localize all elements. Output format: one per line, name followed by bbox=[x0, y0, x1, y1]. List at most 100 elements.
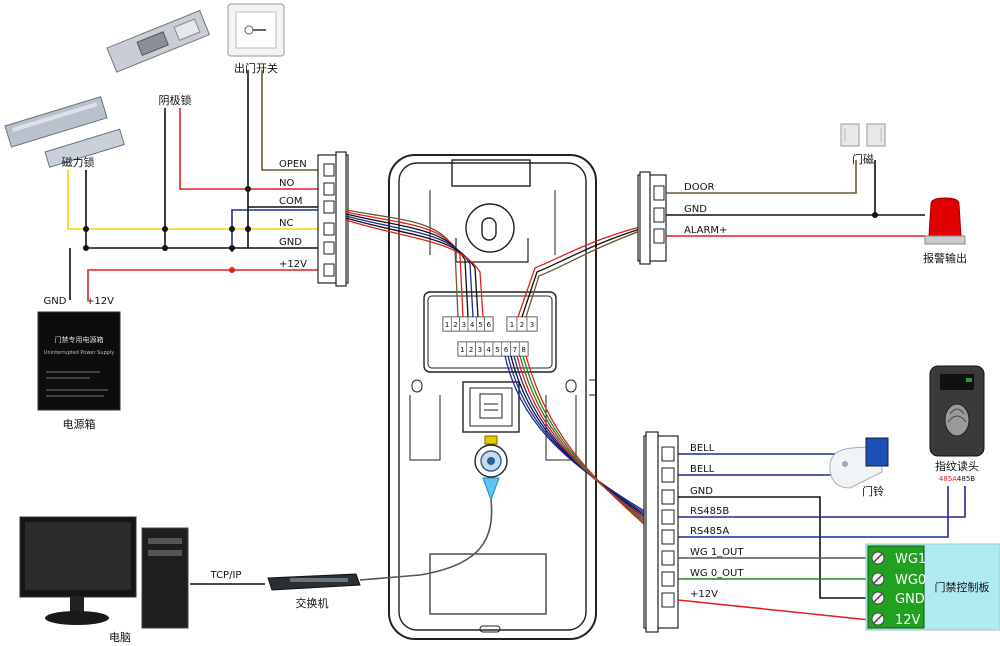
strike-lock-label: 阴极锁 bbox=[159, 93, 192, 107]
wire-12v-board bbox=[677, 599, 871, 621]
junction-dot bbox=[872, 212, 878, 218]
right-bottom-terminal-block bbox=[643, 431, 679, 633]
terminal-label: RS485B bbox=[690, 506, 729, 517]
terminal-label: WG 1_OUT bbox=[690, 547, 744, 558]
junction-dot bbox=[83, 226, 89, 232]
wire-no bbox=[179, 108, 320, 190]
reader-485a-label: 485A bbox=[939, 475, 957, 483]
power-supply-label: 电源箱 bbox=[63, 417, 96, 431]
computer-icon bbox=[19, 516, 189, 629]
terminal-label: DOOR bbox=[684, 182, 714, 193]
mag-lock-label: 磁力锁 bbox=[62, 155, 95, 169]
terminal-cell bbox=[661, 489, 675, 505]
connector-pin-label: 6 bbox=[504, 346, 509, 354]
power-supply-icon: 门禁专用电源箱 Uninterrupted Power Supply bbox=[37, 311, 121, 411]
connector-pin-label: 5 bbox=[478, 321, 482, 329]
wire-rs485b bbox=[678, 486, 966, 518]
harness-left bbox=[345, 209, 484, 318]
terminal-cell bbox=[323, 263, 335, 277]
connector-pin-label: 4 bbox=[470, 321, 475, 329]
terminal-cell bbox=[653, 228, 665, 244]
junction-dot bbox=[83, 245, 89, 251]
right-top-terminal-block bbox=[637, 171, 667, 265]
junction-dot bbox=[245, 226, 251, 232]
mag-lock-icon bbox=[4, 96, 125, 168]
board-pin-label: WG1 bbox=[895, 552, 926, 567]
board-pin-label: GND bbox=[895, 592, 925, 607]
terminal-label: ALARM+ bbox=[684, 225, 727, 236]
junction-dot bbox=[229, 245, 235, 251]
connector-pin-label: 7 bbox=[513, 346, 517, 354]
junction-dot bbox=[229, 267, 235, 273]
terminal-label: COM bbox=[279, 196, 302, 207]
terminal-cell bbox=[661, 571, 675, 587]
door-sensor-icon bbox=[840, 123, 886, 147]
terminal-label: BELL bbox=[690, 443, 715, 454]
switch-icon bbox=[267, 573, 361, 591]
svg-text:Uninterrupted Power Supply: Uninterrupted Power Supply bbox=[44, 350, 114, 356]
wire-12v bbox=[87, 269, 320, 300]
connector-pin-label: 2 bbox=[520, 321, 524, 329]
wire-nc bbox=[231, 209, 320, 252]
ps-gnd-label: GND bbox=[44, 296, 67, 307]
svg-text:门禁专用电源箱: 门禁专用电源箱 bbox=[55, 335, 104, 344]
connector-pin bbox=[526, 316, 538, 332]
junction-dot bbox=[162, 245, 168, 251]
junction-dot bbox=[162, 226, 168, 232]
terminal-label: GND bbox=[279, 237, 302, 248]
reader-485b-label: 485B bbox=[957, 475, 975, 483]
left-terminal-block bbox=[317, 151, 349, 287]
harness-right-bottom bbox=[504, 355, 647, 527]
connector-pin-label: 2 bbox=[469, 346, 473, 354]
fingerprint-reader-icon bbox=[929, 365, 985, 457]
connector-pin-label: 5 bbox=[495, 346, 499, 354]
connector-pin-label: 6 bbox=[487, 321, 492, 329]
switch-label: 交换机 bbox=[296, 596, 329, 610]
board-pin-label: WG0 bbox=[895, 573, 926, 588]
junction-dot bbox=[229, 226, 235, 232]
control-board-label: 门禁控制板 bbox=[935, 580, 990, 594]
wire-rs485a bbox=[678, 486, 949, 538]
terminal-cell bbox=[323, 163, 335, 177]
connector-pin-label: 3 bbox=[478, 346, 482, 354]
terminal-label: +12V bbox=[690, 589, 718, 600]
terminal-label: GND bbox=[684, 204, 707, 215]
connector-pin-label: 3 bbox=[530, 321, 534, 329]
connector-pin-label: 8 bbox=[521, 346, 525, 354]
wire-open bbox=[261, 70, 320, 171]
terminal-label: OPEN bbox=[279, 159, 307, 170]
terminal-label: GND bbox=[690, 486, 713, 497]
strike-lock-icon bbox=[106, 9, 211, 73]
terminal-cell bbox=[323, 182, 335, 196]
tcpip-label: TCP/IP bbox=[210, 570, 242, 581]
terminal-label: +12V bbox=[279, 259, 307, 270]
connector-pin-label: 2 bbox=[453, 321, 457, 329]
connector-pin-label: 1 bbox=[460, 346, 464, 354]
connector-pin-label: 1 bbox=[510, 321, 514, 329]
computer-label: 电脑 bbox=[109, 631, 131, 644]
terminal-cell bbox=[661, 592, 675, 608]
terminal-label: WG 0_OUT bbox=[690, 568, 744, 579]
wire-door bbox=[666, 160, 857, 194]
doorbell-icon bbox=[829, 437, 889, 489]
terminal-cell bbox=[323, 241, 335, 255]
terminal-cell bbox=[653, 207, 665, 223]
ps-12v-label: +12V bbox=[86, 296, 114, 307]
terminal-cell bbox=[323, 200, 335, 214]
terminal-cell bbox=[653, 185, 665, 201]
door-sensor-label: 门磁 bbox=[852, 152, 874, 166]
terminal-label: BELL bbox=[690, 464, 715, 475]
terminal-label: NC bbox=[279, 218, 293, 229]
fingerprint-reader-label: 指纹读头 bbox=[935, 459, 979, 473]
terminal-cell bbox=[323, 222, 335, 236]
wire-yellow bbox=[67, 170, 320, 230]
board-pin-label: 12V bbox=[895, 613, 921, 628]
alarm-light-icon bbox=[924, 197, 966, 245]
connector-pin bbox=[484, 316, 494, 332]
harness-right-top bbox=[517, 226, 641, 318]
